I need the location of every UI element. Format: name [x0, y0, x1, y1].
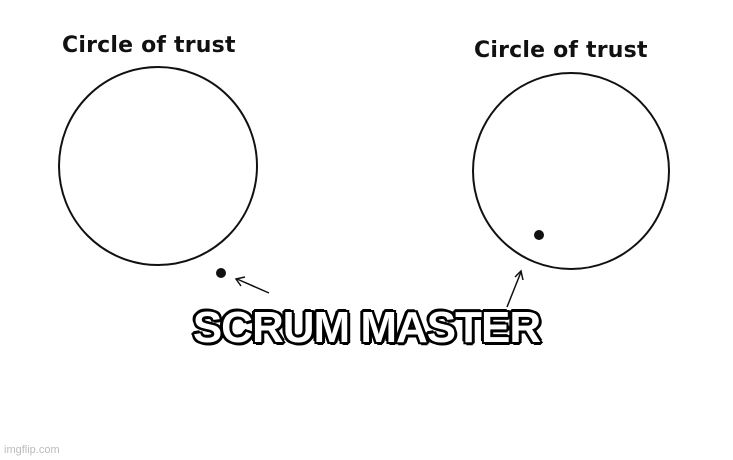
right-panel-title: Circle of trust — [474, 38, 648, 63]
left-outsider-dot — [216, 268, 226, 278]
left-panel-title: Circle of trust — [62, 33, 236, 58]
left-trust-circle — [58, 66, 258, 266]
right-pointer-arrow — [506, 269, 524, 308]
right-insider-dot — [534, 230, 544, 240]
right-trust-circle — [472, 72, 670, 270]
scrum-master-caption: SCRUM MASTER — [192, 303, 541, 352]
imgflip-watermark: imgflip.com — [4, 444, 60, 456]
left-pointer-arrow — [234, 276, 270, 294]
